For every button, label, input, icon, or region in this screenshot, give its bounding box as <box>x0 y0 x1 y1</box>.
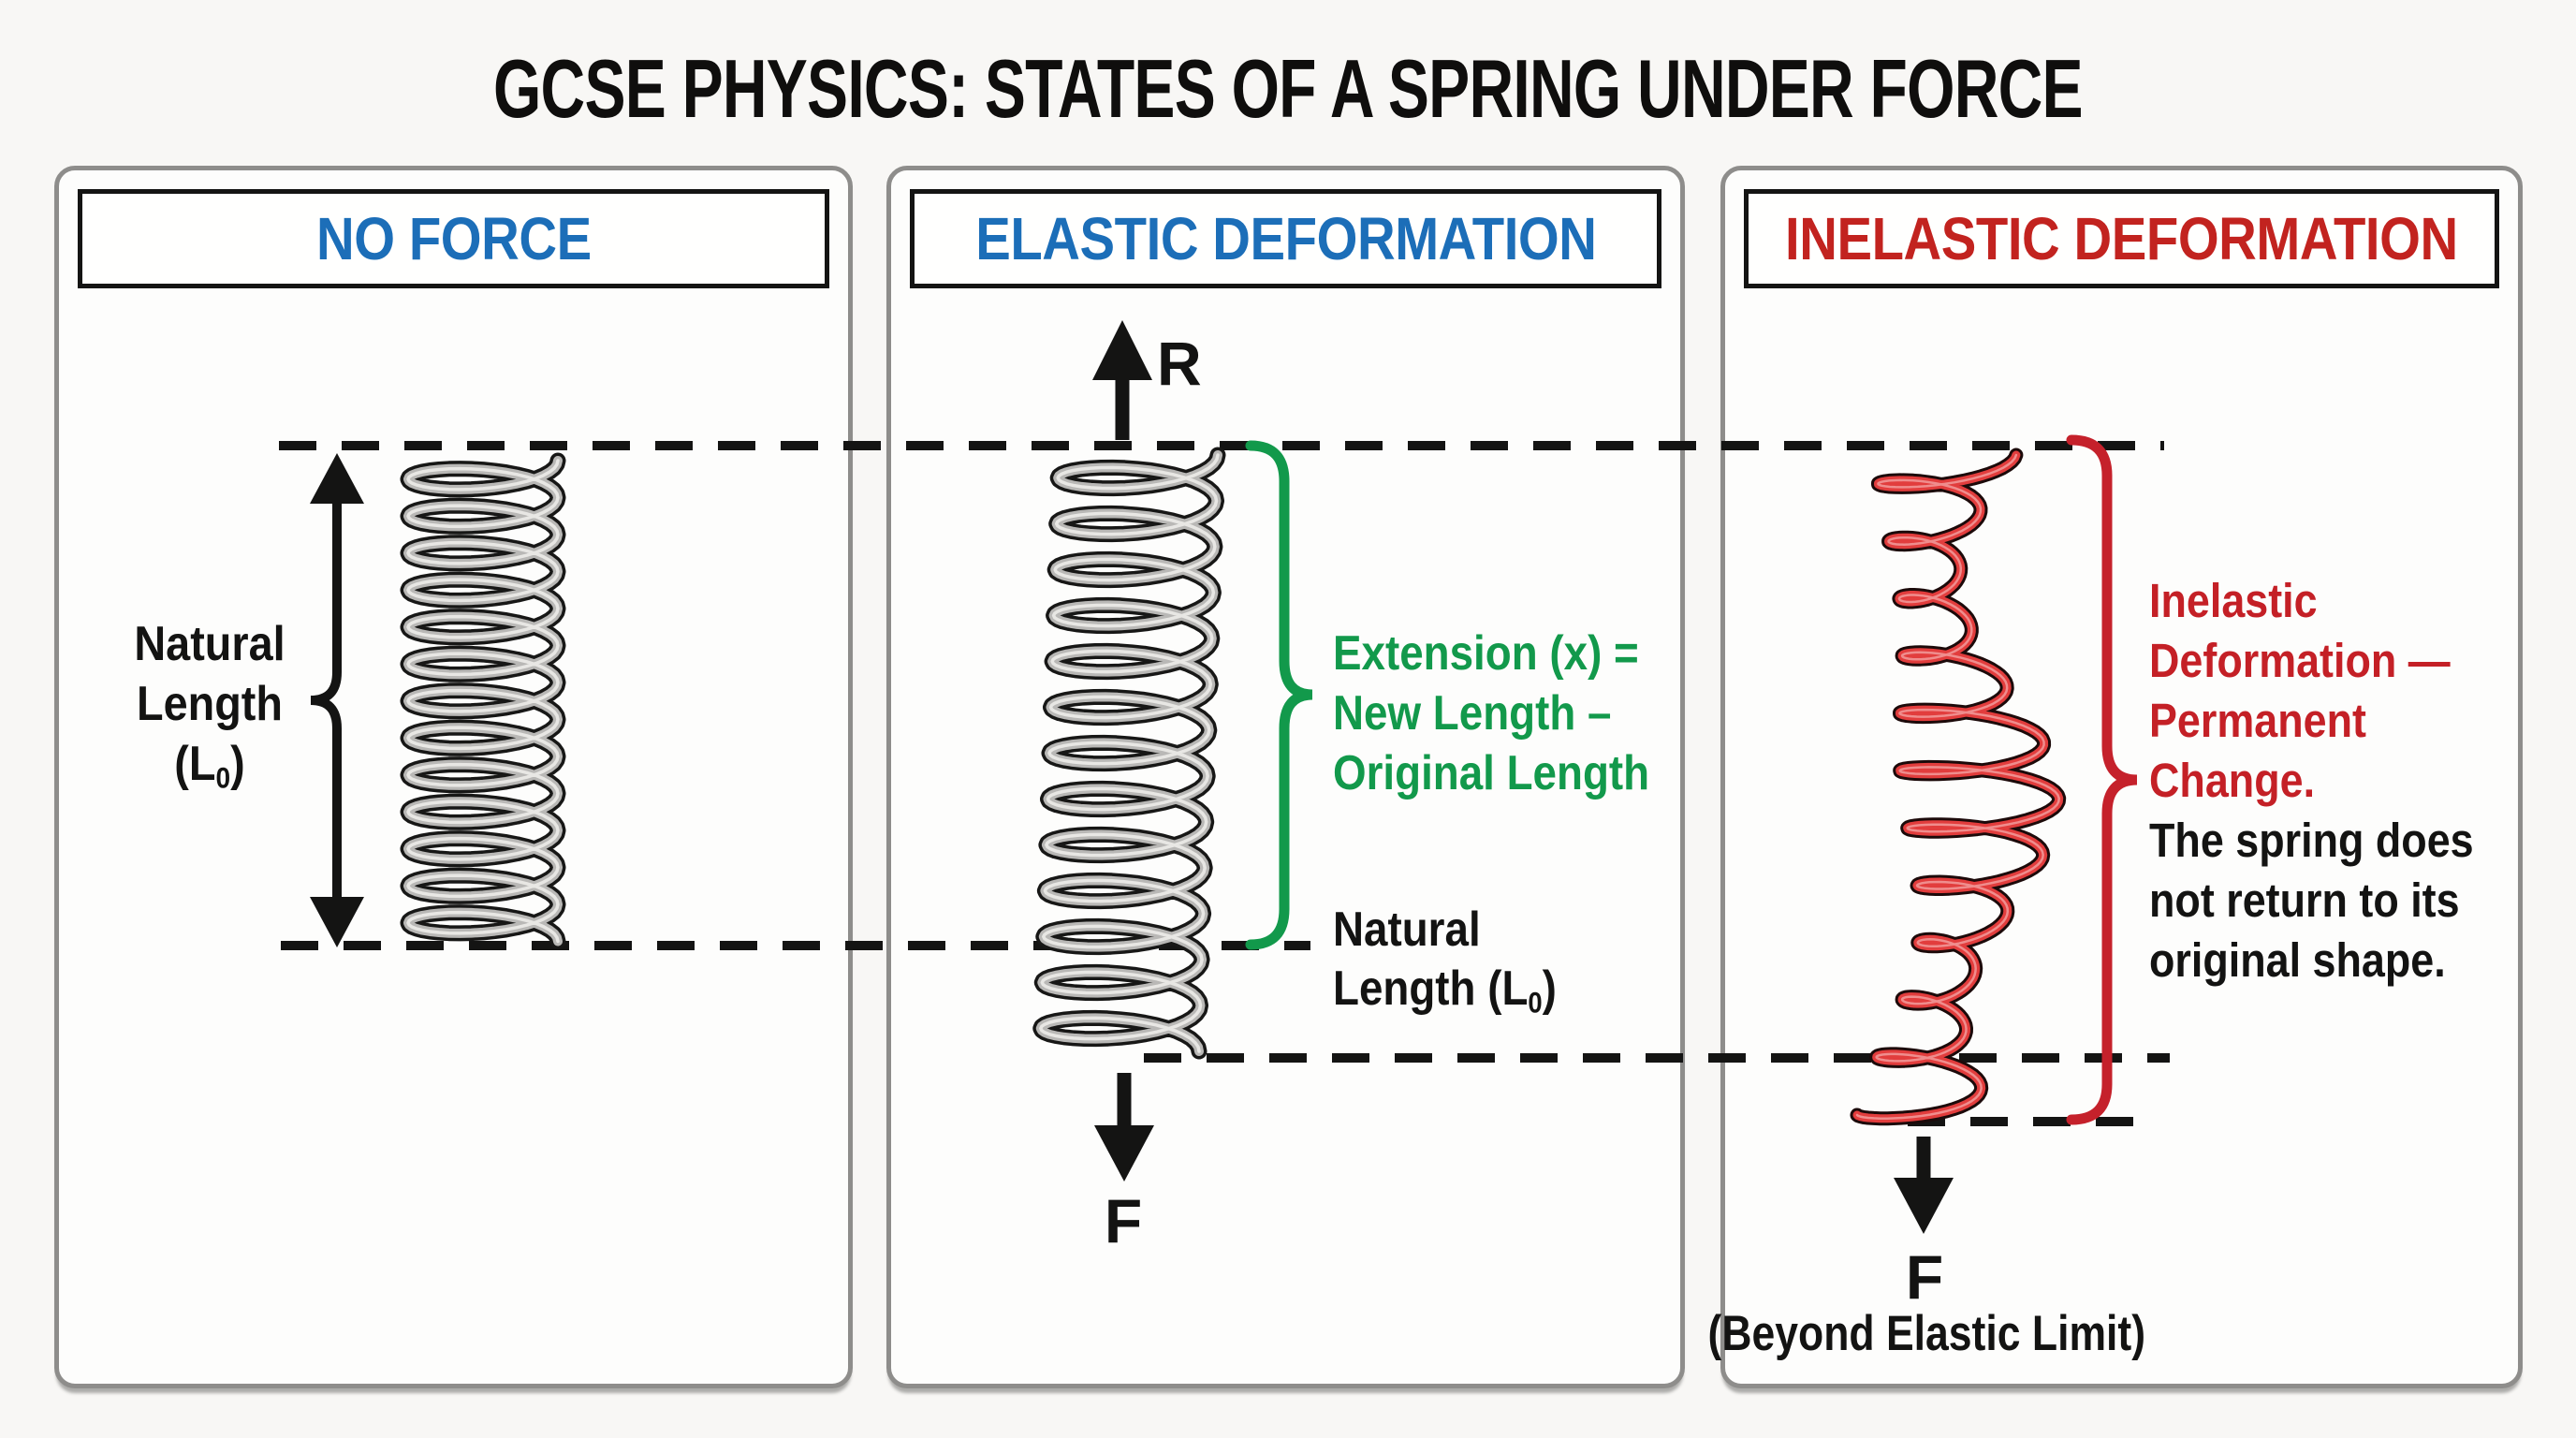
applied-force-letter: F <box>1905 1242 1944 1312</box>
inelastic-description-label: Inelastic Deformation — Permanent Change… <box>2149 571 2518 990</box>
panel-inelastic-header-box: INELASTIC DEFORMATION <box>1744 189 2499 288</box>
extension-line-1: Extension (x) = <box>1333 626 1639 681</box>
extension-line-3: Original Length <box>1333 746 1650 800</box>
page-title-text: GCSE PHYSICS: STATES OF A SPRING UNDER F… <box>493 42 2084 135</box>
beyond-elastic-limit-text: (Beyond Elastic Limit) <box>1707 1306 2145 1361</box>
l0-post: ) <box>1542 961 1557 1016</box>
applied-force-label-inelastic: F <box>1887 1241 1962 1313</box>
inelastic-red-line-3: Permanent <box>2149 694 2366 747</box>
extension-formula-lines: Extension (x) = New Length – Original Le… <box>1333 624 1649 803</box>
natural-length-middle-lines: Natural Length (L0) <box>1333 901 1557 1033</box>
natural-length-label-middle: Natural Length (L0) <box>1333 901 1588 1033</box>
extension-formula-label: Extension (x) = New Length – Original Le… <box>1333 624 1692 803</box>
page-title: GCSE PHYSICS: STATES OF A SPRING UNDER F… <box>0 41 2576 137</box>
label-line-l0: (L0) <box>102 734 317 809</box>
l0-pre: Length (L <box>1333 961 1529 1016</box>
beyond-elastic-limit-label: (Beyond Elastic Limit) <box>1646 1305 2207 1362</box>
label-line: Natural <box>134 617 285 671</box>
natural-length-left-lines: Natural Length (L0) <box>102 614 317 809</box>
restoring-force-label: R <box>1157 328 1202 399</box>
inelastic-red-line-4: Change. <box>2149 754 2316 807</box>
applied-force-label-elastic: F <box>1086 1185 1161 1256</box>
label-line: Natural <box>1333 902 1481 957</box>
panel-inelastic-header: INELASTIC DEFORMATION <box>1785 205 2458 272</box>
l0-sub: 0 <box>215 761 231 795</box>
inelastic-black-line-2: not return to its <box>2149 873 2460 927</box>
l0-post: ) <box>230 737 245 791</box>
inelastic-red-line-2: Deformation — <box>2149 634 2451 687</box>
l0-pre: (L <box>174 737 216 791</box>
panel-no-force: NO FORCE <box>54 166 853 1388</box>
inelastic-red-line-1: Inelastic <box>2149 574 2318 627</box>
label-line-l0: Length (L0) <box>1333 960 1557 1033</box>
extension-line-2: New Length – <box>1333 686 1612 741</box>
panel-no-force-header: NO FORCE <box>315 205 592 272</box>
panel-elastic-header: ELASTIC DEFORMATION <box>974 205 1597 272</box>
inelastic-description-lines: Inelastic Deformation — Permanent Change… <box>2149 571 2474 990</box>
inelastic-black-line-3: original shape. <box>2149 933 2446 987</box>
natural-length-label-left: Natural Length (L0) <box>90 614 329 809</box>
applied-force-letter: F <box>1104 1186 1143 1255</box>
restoring-force-letter: R <box>1157 329 1202 398</box>
label-line: Length <box>137 677 283 731</box>
panel-elastic-header-box: ELASTIC DEFORMATION <box>910 189 1661 288</box>
inelastic-black-line-1: The spring does <box>2149 814 2474 867</box>
l0-sub: 0 <box>1528 986 1543 1020</box>
panel-no-force-header-box: NO FORCE <box>78 189 829 288</box>
